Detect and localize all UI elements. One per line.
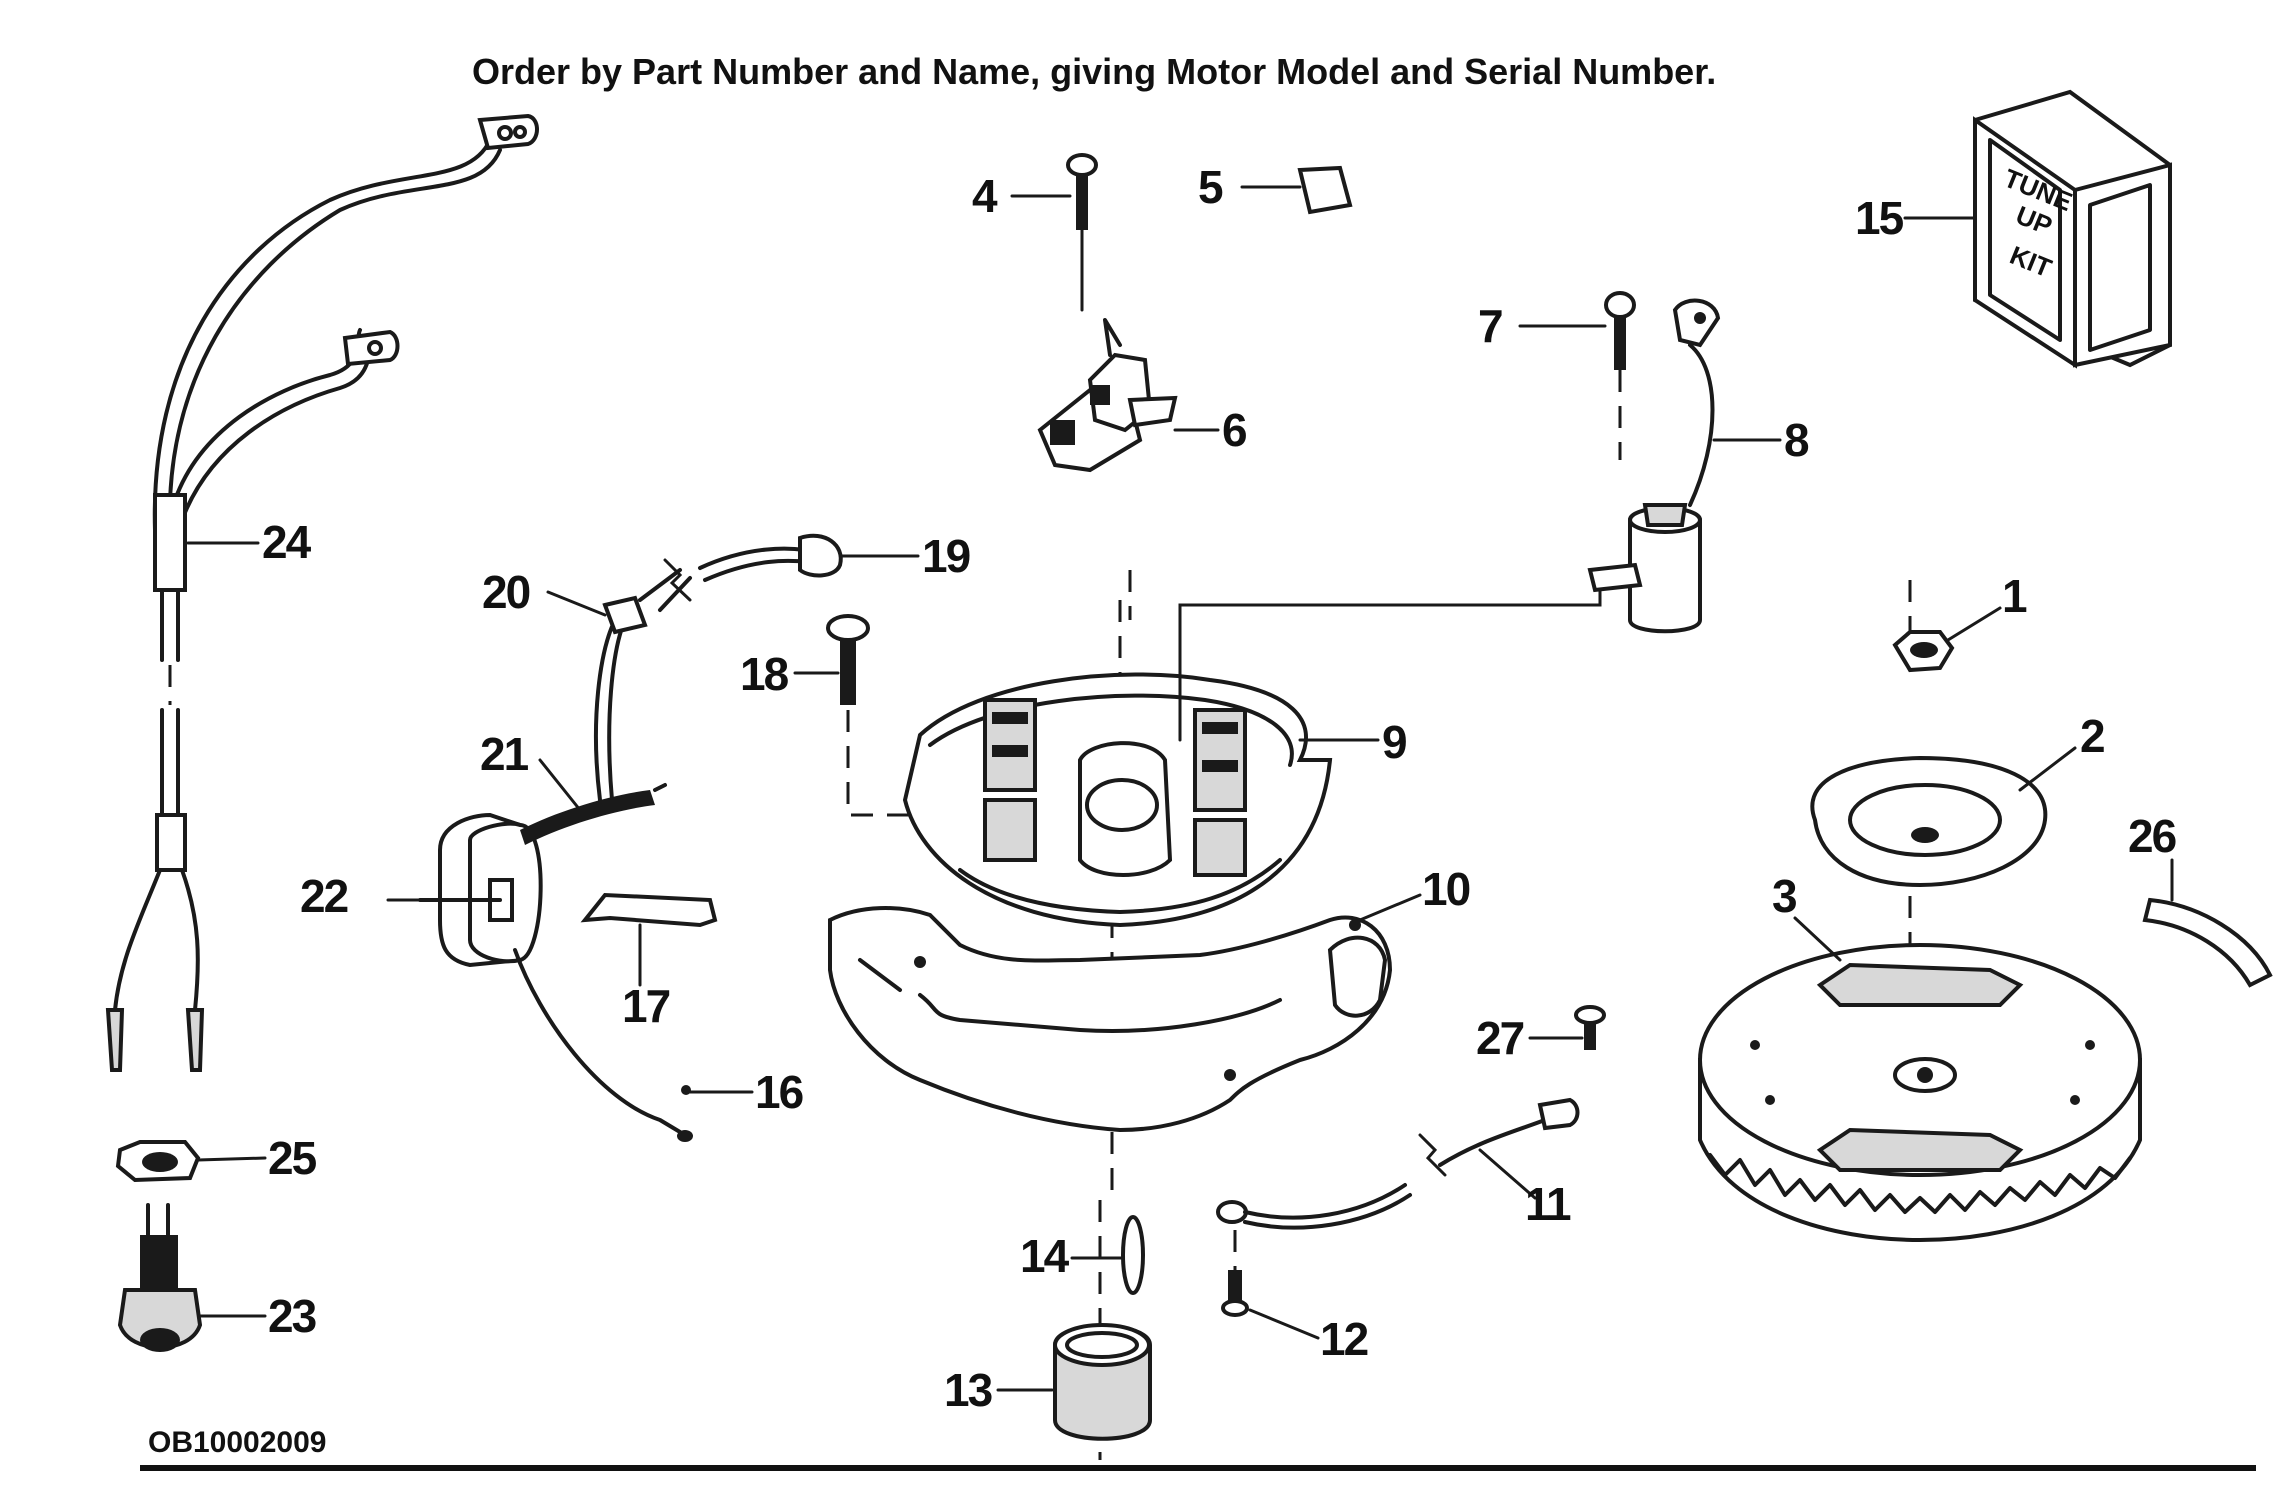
callout-16: 16 (755, 1066, 803, 1118)
callout-15: 15 (1855, 192, 1904, 244)
part-12-screw (1221, 1230, 1249, 1317)
part-26-flywheel-key (2142, 897, 2273, 988)
callout-10: 10 (1422, 863, 1470, 915)
part-6-breaker-points (1037, 318, 1178, 473)
leader-3 (1793, 916, 1842, 962)
axis-18 (846, 710, 920, 817)
callout-25: 25 (268, 1132, 317, 1184)
part-9-stator-plate (902, 672, 1333, 928)
part-4-screw (1066, 153, 1098, 312)
callout-1: 1 (2002, 570, 2027, 622)
part-24-wire-harness (105, 113, 539, 1072)
part-3-flywheel (1698, 943, 2142, 1243)
leader-21 (538, 758, 582, 812)
part-7-screw (1604, 291, 1636, 460)
callout-21: 21 (480, 728, 529, 780)
callout-20: 20 (482, 566, 530, 618)
part-5-felt-wick (1297, 165, 1353, 215)
part-15-tune-up-kit: TUNE UP KIT (1973, 89, 2172, 369)
callout-18: 18 (740, 648, 789, 700)
condenser-lead-9 (1178, 588, 1602, 742)
part-22-ignition-coil (418, 812, 543, 968)
callout-14: 14 (1020, 1230, 1070, 1282)
part-18-screw (826, 614, 870, 705)
part-10-armature-plate (828, 906, 1393, 1133)
break-marks (663, 558, 1447, 1177)
leader-10 (1358, 893, 1422, 922)
part-19-spark-plug-lead (698, 533, 843, 582)
order-instruction: Order by Part Number and Name, giving Mo… (472, 51, 1716, 92)
part-21-wire-loom (520, 618, 667, 845)
callout-4: 4 (972, 170, 998, 222)
callout-2: 2 (2080, 710, 2104, 762)
callout-22: 22 (300, 870, 348, 922)
part-8-condenser (1587, 298, 1721, 634)
center-axis-line (1098, 570, 1132, 1460)
callout-17: 17 (622, 980, 670, 1032)
callout-13: 13 (944, 1364, 992, 1416)
part-14-washer (1121, 1215, 1145, 1295)
callout-5: 5 (1198, 161, 1223, 213)
callout-24: 24 (262, 516, 312, 568)
part-2-flywheel-cup (1810, 755, 2048, 888)
leader-2 (2018, 746, 2077, 792)
callout-9: 9 (1382, 716, 1406, 768)
callout-8: 8 (1784, 414, 1809, 466)
part-17-key (580, 892, 718, 928)
leader-12 (1248, 1308, 1320, 1340)
callout-3: 3 (1772, 870, 1796, 922)
leader-20 (546, 590, 607, 617)
part-1-flywheel-nut (1892, 630, 1955, 673)
part-27-screw (1574, 1005, 1606, 1050)
callout-27: 27 (1476, 1012, 1524, 1064)
callout-11: 11 (1525, 1178, 1571, 1230)
part-23-stop-switch (117, 1203, 203, 1352)
part-20-clamp (602, 568, 692, 635)
leader-1 (1946, 606, 2002, 642)
diagram-code: OB10002009 (148, 1426, 326, 1459)
callout-26: 26 (2128, 810, 2176, 862)
part-16-wire (513, 948, 693, 1142)
callout-12: 12 (1320, 1313, 1368, 1365)
callout-23: 23 (268, 1290, 316, 1342)
part-25-nut (115, 1140, 201, 1183)
part-13-bushing (1053, 1323, 1152, 1441)
part-11-ground-wire (1216, 1097, 1580, 1230)
callout-7: 7 (1478, 300, 1502, 352)
callout-19: 19 (922, 530, 970, 582)
leader-25 (196, 1156, 267, 1162)
callout-6: 6 (1222, 404, 1246, 456)
leader-11 (1478, 1148, 1537, 1200)
